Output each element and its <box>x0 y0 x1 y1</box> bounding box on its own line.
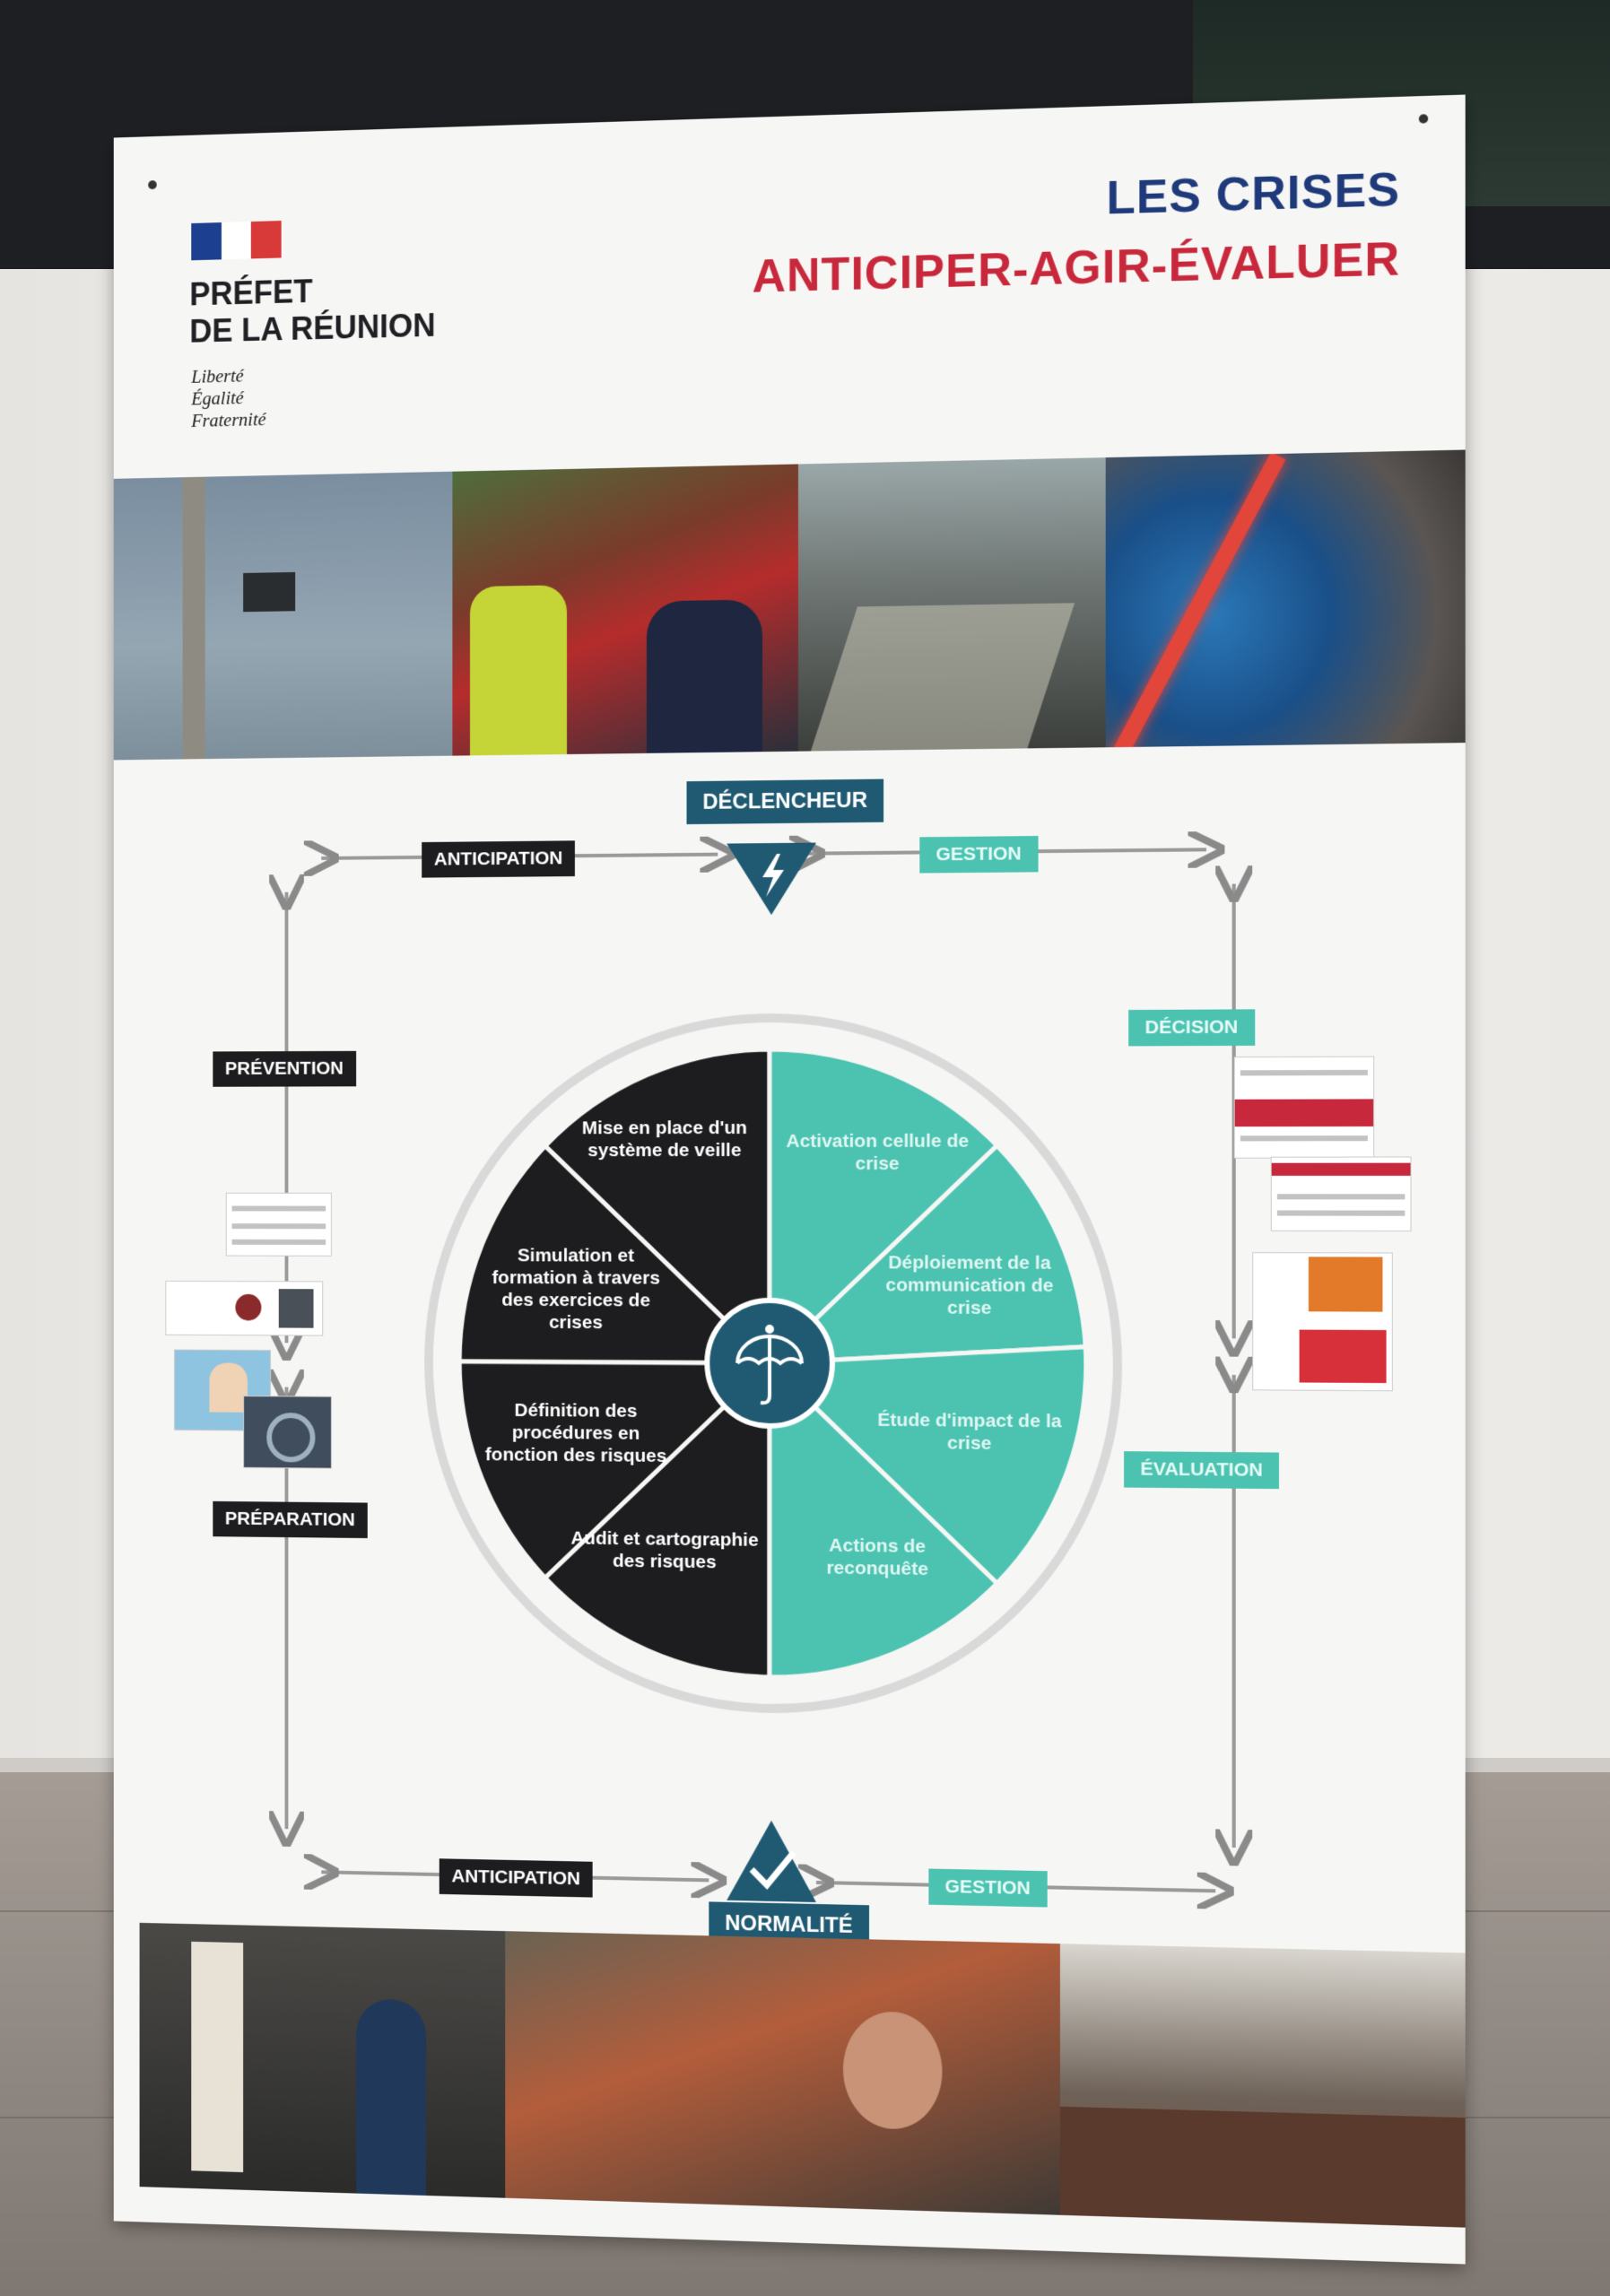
document-thumbnail <box>226 1193 332 1257</box>
segment-audit: Audit et cartographie des risques <box>567 1527 762 1574</box>
photo-lava-flow <box>1106 450 1466 748</box>
prefecture-name-line1: PRÉFET <box>189 269 435 313</box>
top-photo-strip <box>114 450 1466 761</box>
gestion-label-bottom: GESTION <box>928 1869 1047 1908</box>
evaluation-label: ÉVALUATION <box>1124 1451 1279 1489</box>
normality-marker <box>727 1820 816 1902</box>
photo-flooded-street <box>798 457 1106 752</box>
republic-motto: Liberté Égalité Fraternité <box>191 364 265 432</box>
segment-impact: Étude d'impact de la crise <box>870 1409 1069 1456</box>
decision-label: DÉCISION <box>1128 1009 1255 1046</box>
segment-communication: Déploiement de la communication de crise <box>870 1251 1069 1319</box>
prefecture-name-line2: DE LA RÉUNION <box>189 307 435 351</box>
prevention-label: PRÉVENTION <box>213 1051 355 1087</box>
segment-simulation: Simulation et formation à travers des ex… <box>479 1244 674 1334</box>
document-thumbnail <box>1271 1157 1412 1232</box>
poster-subtitle: ANTICIPER-AGIR-ÉVALUER <box>753 232 1401 304</box>
mounting-hole <box>148 180 157 189</box>
french-flag-logo <box>191 221 281 260</box>
segment-veille: Mise en place d'un système de veille <box>567 1117 762 1161</box>
document-thumbnail <box>165 1281 323 1336</box>
anticipation-label-top: ANTICIPATION <box>422 840 575 877</box>
segment-reconquete: Actions de reconquête <box>779 1534 977 1581</box>
photo-rescue-workers <box>452 464 798 755</box>
preparation-label: PRÉPARATION <box>213 1501 367 1538</box>
crisis-cycle-diagram: DÉCLENCHEUR NORMALITÉ ANTICIPATION GESTI… <box>114 763 1466 1999</box>
poster-board: PRÉFET DE LA RÉUNION Liberté Égalité Fra… <box>114 95 1466 2265</box>
motto-line: Fraternité <box>191 408 265 432</box>
segment-activation: Activation cellule de crise <box>779 1130 977 1175</box>
trigger-label: DÉCLENCHEUR <box>687 779 884 824</box>
document-thumbnail <box>1234 1057 1374 1159</box>
anticipation-label-bottom: ANTICIPATION <box>439 1858 593 1897</box>
photo-event-banner <box>140 1923 506 2198</box>
photo-cable-equipment <box>114 472 453 761</box>
mounting-hole <box>1419 114 1428 124</box>
document-thumbnail <box>243 1396 332 1469</box>
segment-procedures: Définition des procédures en fonction de… <box>479 1399 674 1467</box>
poster-title: LES CRISES <box>1107 162 1401 225</box>
trigger-marker <box>727 843 816 916</box>
bottom-photo-strip <box>140 1923 1466 2228</box>
gestion-label-top: GESTION <box>919 836 1038 874</box>
photo-crisis-meeting <box>505 1931 1060 2215</box>
motto-line: Égalité <box>191 387 265 411</box>
prefecture-name: PRÉFET DE LA RÉUNION <box>189 269 435 350</box>
motto-line: Liberté <box>191 364 265 388</box>
document-thumbnail <box>1252 1252 1393 1391</box>
photo-press-conference <box>1060 1944 1466 2227</box>
